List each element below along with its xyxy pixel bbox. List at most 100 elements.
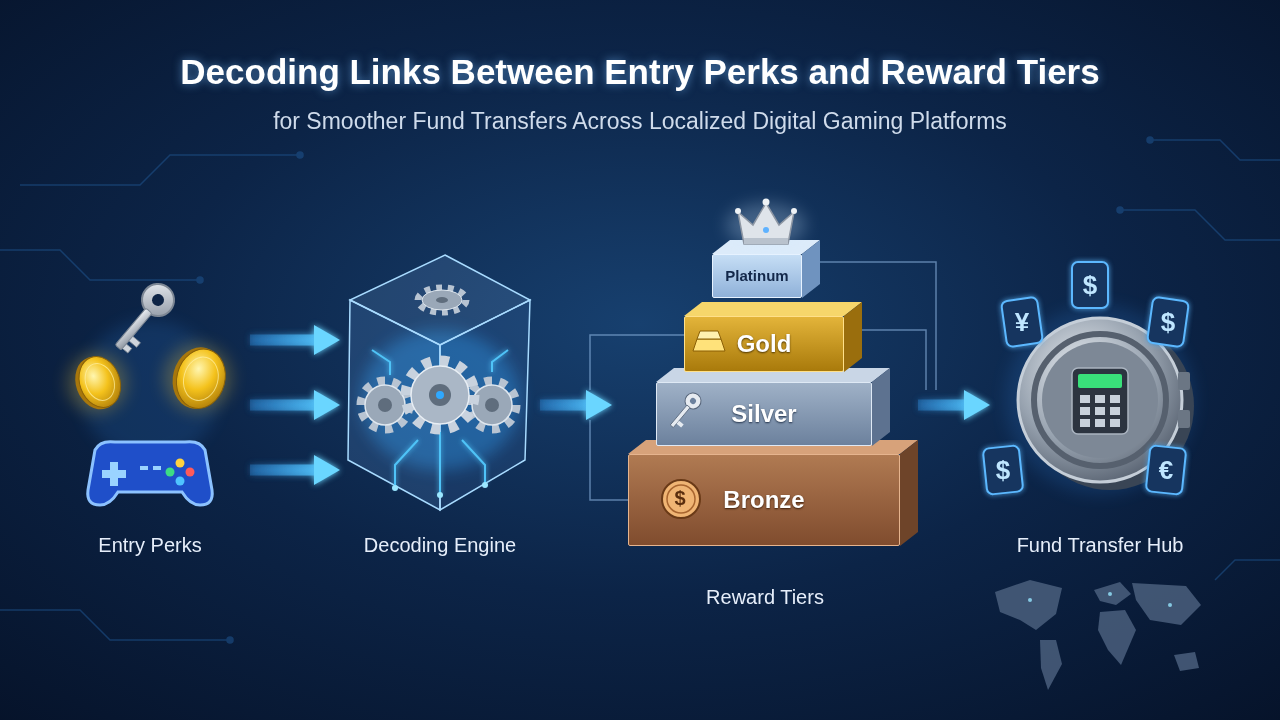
- diagram-title: Decoding Links Between Entry Perks and R…: [0, 52, 1280, 92]
- currency-symbol: $: [1083, 272, 1097, 298]
- tier-links: [590, 420, 628, 500]
- group-label-panel: Entry Perks: [50, 250, 250, 565]
- decoding-cube: [482, 482, 488, 488]
- currency-tags: [1146, 445, 1187, 495]
- crown-icon: [726, 203, 806, 247]
- gear: [406, 361, 474, 429]
- decoding-cube: [392, 485, 398, 491]
- key-icon: [115, 308, 152, 350]
- world-map: [1132, 583, 1201, 625]
- key-icon: [106, 277, 181, 357]
- flow-arrow: [250, 465, 314, 476]
- gear: [485, 398, 499, 412]
- decoding-cube: [372, 350, 390, 375]
- key-icon: [689, 397, 697, 405]
- tier-label: Gold: [737, 330, 792, 358]
- gold-bar-icon: [693, 339, 725, 351]
- gamepad-icon: [176, 459, 185, 468]
- coin-symbol: $: [674, 488, 685, 508]
- crown-icon: [735, 208, 741, 214]
- world-map: [1174, 652, 1199, 671]
- tier-faces: [628, 240, 918, 546]
- decoding-cube: [439, 432, 441, 495]
- vault-icon: [1034, 334, 1166, 466]
- tier-faces: [802, 240, 820, 298]
- coin-icon: [156, 336, 239, 419]
- vault-icon: [1095, 407, 1105, 415]
- vault-icon: [1078, 374, 1122, 388]
- circuit-lines: [1120, 210, 1280, 240]
- crown-icon: [738, 203, 794, 244]
- connectors: [250, 340, 964, 470]
- tier-block: Platinum: [712, 254, 802, 298]
- crown-icon: [763, 199, 770, 206]
- vault-icon: [1178, 410, 1190, 428]
- crown-icon: [791, 208, 797, 214]
- circuit-lines: [0, 610, 230, 640]
- gamepad-icon: [176, 477, 185, 486]
- gamepad-icon: [88, 442, 213, 505]
- circuit-lines: [1117, 207, 1123, 213]
- gear: [378, 398, 392, 412]
- gamepad-icon: [102, 470, 126, 478]
- tier-block: Bronze: [628, 454, 900, 546]
- vault-icon: [1080, 419, 1090, 427]
- vault-icon: [1110, 407, 1120, 415]
- key-icon: [666, 390, 705, 432]
- world-map: [995, 580, 1201, 690]
- tier-label: Bronze: [723, 486, 804, 514]
- flow-arrow: [250, 400, 314, 411]
- circuit-lines: [1150, 140, 1280, 160]
- group-label-panel: Fund Transfer Hub: [990, 300, 1210, 565]
- tier-faces: [844, 302, 862, 372]
- flow-arrow: [918, 400, 964, 411]
- coin-icon: [170, 344, 232, 414]
- tier-pyramid: Reward TiersPlatinumGoldSilverBronze: [612, 232, 918, 617]
- vault-icon: [1095, 419, 1105, 427]
- gamepad-icon: [186, 468, 195, 477]
- coin-icon: [59, 345, 136, 422]
- key-icon: [670, 405, 690, 427]
- crown-icon: [744, 238, 788, 244]
- group-label: Fund Transfer Hub: [1017, 534, 1184, 557]
- tier-block: Gold: [684, 316, 844, 372]
- decoding-cube: [348, 255, 530, 510]
- circuit-lines: [1215, 560, 1280, 580]
- vault-icon: [1095, 395, 1105, 403]
- gear: [406, 361, 474, 429]
- circuit-lines: [197, 277, 203, 283]
- group-label: Decoding Engine: [364, 534, 516, 557]
- currency-tags: [1001, 297, 1043, 348]
- currency-tags: [983, 262, 1189, 495]
- world-map: [1108, 592, 1112, 596]
- flow-arrow: [250, 335, 314, 346]
- decoding-cube: [437, 492, 443, 498]
- crown-icon: [726, 199, 806, 248]
- gamepad-icon: [88, 442, 213, 505]
- tier-label: Platinum: [725, 267, 788, 284]
- world-map: [1168, 603, 1172, 607]
- gear: [411, 366, 469, 424]
- tier-label: Silver: [731, 400, 796, 428]
- crown-icon: [763, 227, 769, 233]
- coin-icon: [59, 345, 136, 422]
- circuit-lines: [1147, 137, 1153, 143]
- coin-icon: [662, 480, 700, 518]
- vault-icon: [1110, 395, 1120, 403]
- key-icon: [129, 336, 141, 347]
- gold-bar-icon: [697, 331, 721, 339]
- gear: [418, 288, 466, 312]
- tier-faces: [900, 440, 918, 546]
- currency-symbol: $: [996, 457, 1010, 483]
- currency-symbol: $: [1161, 309, 1175, 335]
- currency-tags: [1072, 262, 1108, 308]
- tier-faces: [872, 368, 890, 446]
- coin-icon: [80, 359, 119, 404]
- gamepad-icon: [140, 466, 148, 470]
- vault-icon: [1072, 368, 1128, 434]
- decoding-cube: [492, 350, 508, 372]
- vault-icon: [1110, 419, 1120, 427]
